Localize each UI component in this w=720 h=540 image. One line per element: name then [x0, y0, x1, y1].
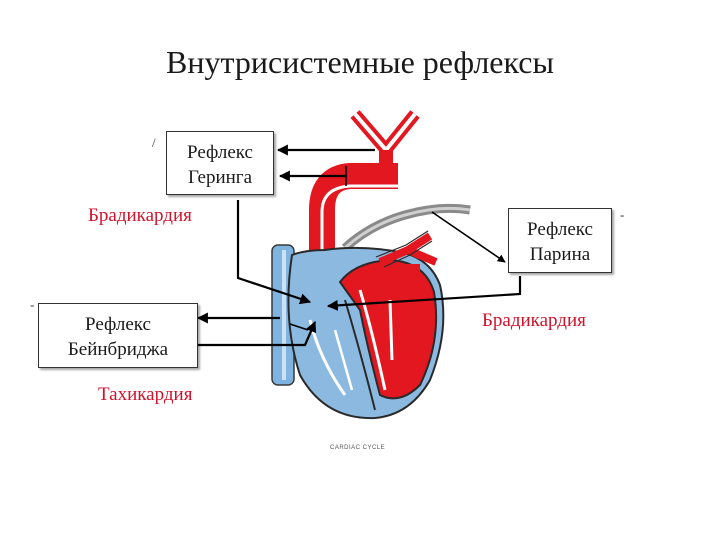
- image-caption: CARDIAC CYCLE: [330, 445, 386, 451]
- hering-reflex-box: Рефлекс Геринга: [166, 131, 274, 195]
- stray-mark-bottom-left: -: [30, 297, 35, 312]
- pulmonary-artery-branches: [378, 232, 438, 272]
- hering-connectors: [276, 144, 375, 182]
- bradycardia-label-right: Брадикардия: [482, 310, 586, 331]
- stray-mark-right: -: [620, 207, 625, 222]
- tachycardia-label: Тахикардия: [98, 384, 193, 405]
- page-title: Внутрисистемные рефлексы: [166, 44, 554, 80]
- bradycardia-label-left: Брадикардия: [88, 205, 192, 226]
- parin-connector: [431, 211, 506, 263]
- parin-reflex-box: Рефлекс Парина: [508, 208, 612, 273]
- heart: [287, 246, 445, 420]
- stray-mark-left: /: [152, 135, 156, 150]
- hering-to-heart-line: [236, 200, 312, 305]
- bainbridge-to-heart-line: [198, 320, 317, 347]
- aorta: [309, 163, 398, 280]
- bainbridge-reflex-box: Рефлекс Бейнбриджа: [38, 303, 198, 368]
- parin-to-heart-line: [326, 276, 522, 311]
